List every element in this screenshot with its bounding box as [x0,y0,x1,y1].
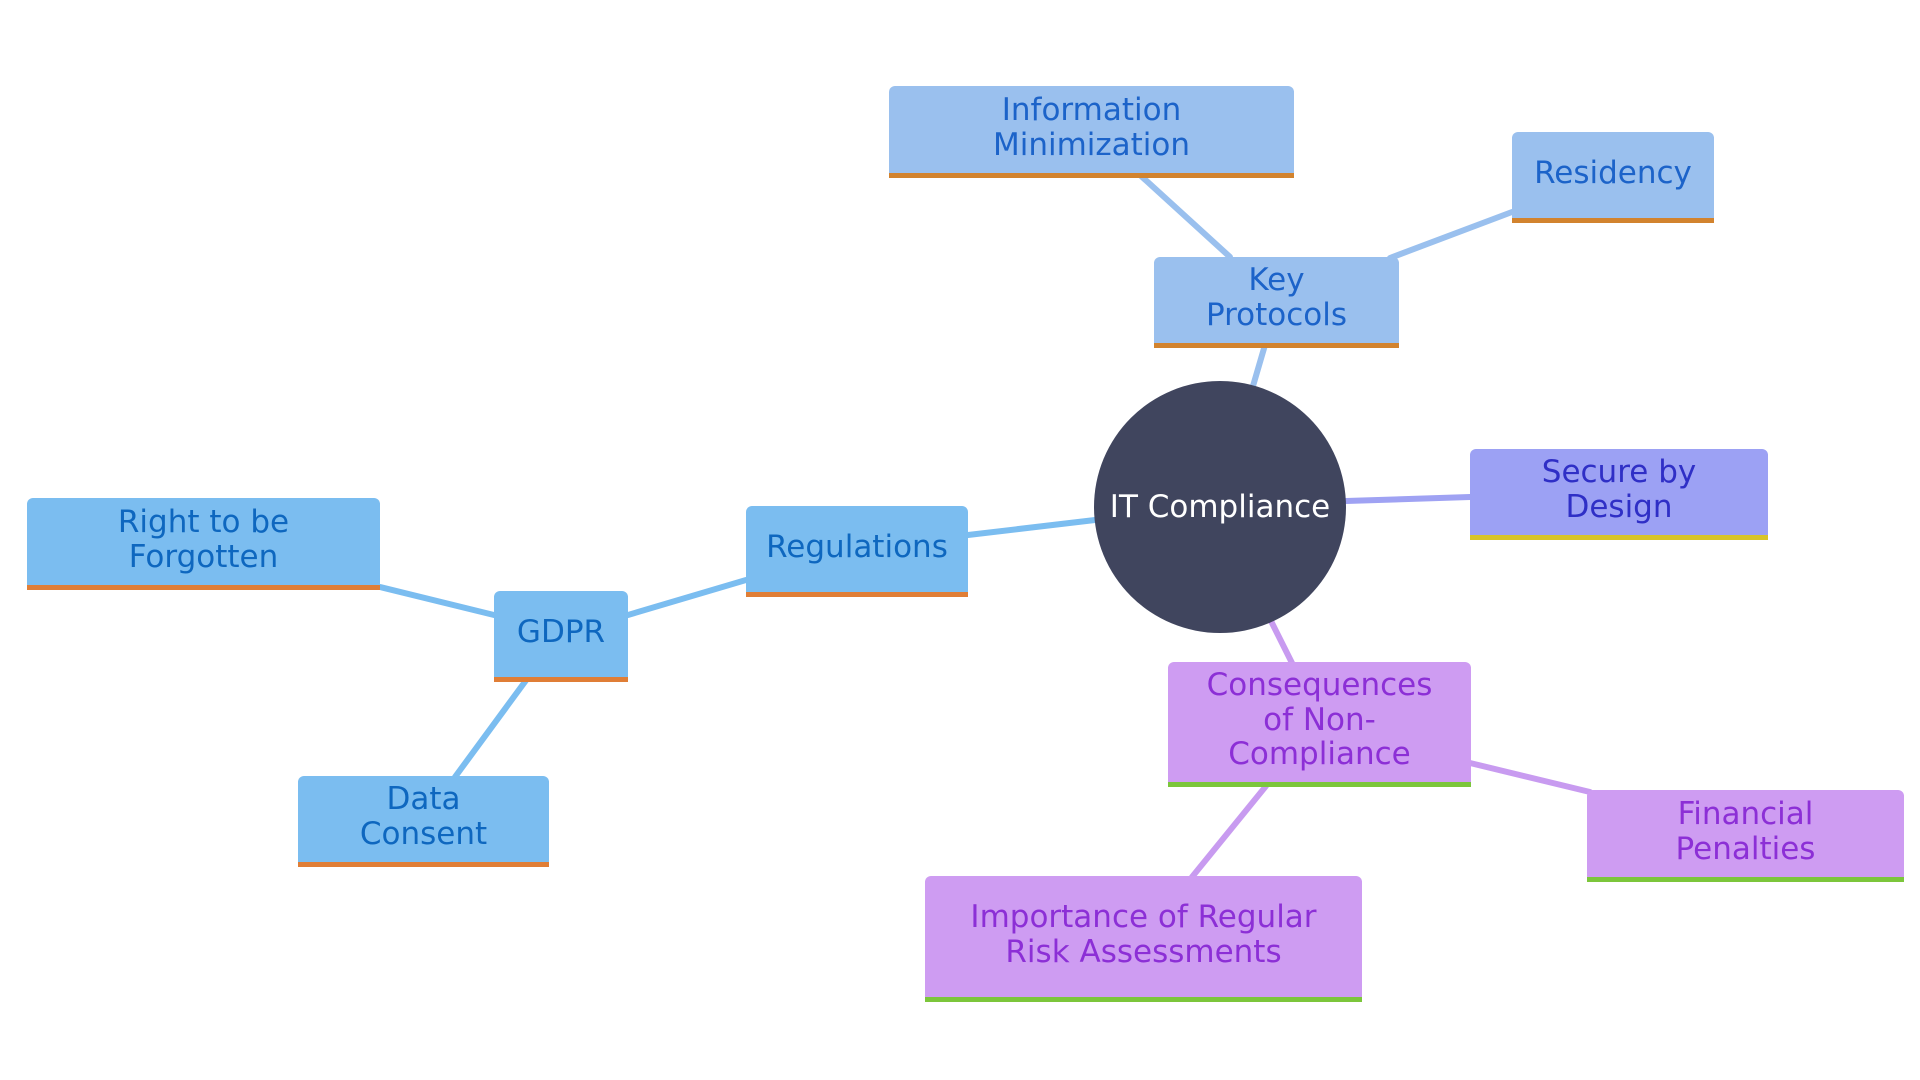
edge-gdpr-data-consent [452,676,530,780]
node-key-protocols: Key Protocols [1154,257,1399,348]
node-label: Key Protocols [1205,262,1348,333]
node-right-to-be-forgotten: Right to be Forgotten [27,498,380,590]
node-consequences-of-non-compliance: Consequences of Non-Compliance [1168,662,1471,787]
node-secure-by-design: Secure by Design [1470,449,1768,540]
edge-center-key-protocols [1250,342,1268,389]
node-label: Regulations [766,528,948,565]
node-data-consent: Data Consent [298,776,549,867]
node-information-minimization: Information Minimization [889,86,1294,178]
edge-consequences-financial-penalties [1467,760,1593,795]
node-gdpr: GDPR [494,591,628,682]
node-importance-of-regular-risk-assessments: Importance of Regular Risk Assessments [925,876,1362,1002]
node-label: Data Consent [359,781,488,852]
node-label: Residency [1534,154,1692,191]
edge-center-consequences [1268,618,1295,666]
edge-regulations-gdpr [625,577,749,618]
node-financial-penalties: Financial Penalties [1587,790,1904,882]
node-residency: Residency [1512,132,1714,223]
edge-consequences-risk-assessments [1189,783,1269,880]
node-label: Secure by Design [1541,454,1697,525]
node-label: Importance of Regular Risk Assessments [970,898,1317,970]
edge-gdpr-right-to-be-forgotten [377,584,497,618]
node-regulations: Regulations [746,506,968,597]
edge-key-protocols-information-minimization [1137,172,1233,260]
node-label: Consequences of Non-Compliance [1206,666,1433,773]
central-topic-label: IT Compliance [1109,489,1331,525]
edge-key-protocols-residency [1387,209,1515,261]
node-label: Information Minimization [992,91,1191,163]
node-label: Right to be Forgotten [117,503,290,575]
edge-center-secure-by-design [1343,494,1473,504]
edge-center-regulations [965,517,1098,538]
node-label: Financial Penalties [1675,795,1816,867]
central-topic-it-compliance: IT Compliance [1094,381,1346,633]
node-label: GDPR [516,613,606,650]
